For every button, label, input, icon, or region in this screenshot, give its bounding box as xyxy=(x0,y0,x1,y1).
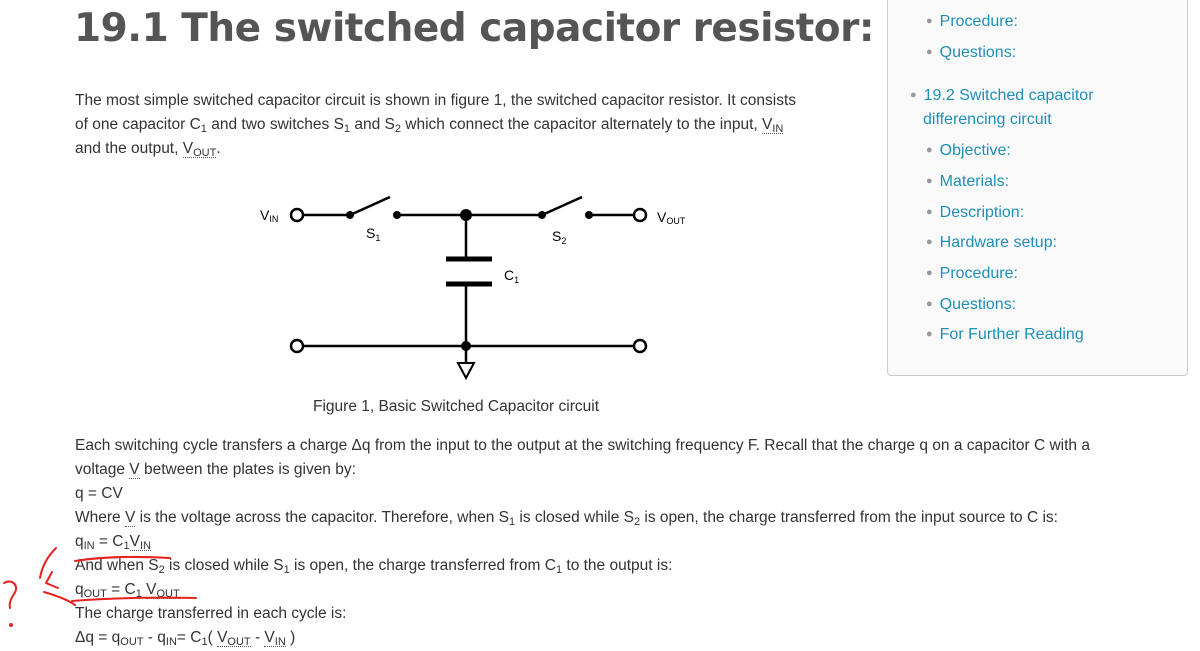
vout-label: VOUT xyxy=(657,209,686,226)
arrow-stroke-1 xyxy=(39,547,57,579)
toc-item-19-2-line-2[interactable]: differencing circuit xyxy=(923,111,1052,128)
toc-item-description[interactable]: ●Description: xyxy=(926,204,1025,221)
intro-line-1: The most simple switched capacitor circu… xyxy=(75,92,797,109)
switch-s1-blade xyxy=(349,195,391,217)
vin-terminal xyxy=(289,207,305,223)
vin-abbr[interactable]: VIN xyxy=(762,116,784,135)
bullet-icon: ● xyxy=(926,15,933,27)
vin-abbr[interactable]: VIN xyxy=(264,629,286,648)
toc-item-further-reading[interactable]: ●For Further Reading xyxy=(926,326,1084,343)
intro-line-3: and the output, VOUT. xyxy=(75,140,221,159)
figure-caption: Figure 1, Basic Switched Capacitor circu… xyxy=(313,398,600,415)
bullet-icon: ● xyxy=(926,206,933,218)
bullet-icon: ● xyxy=(910,89,917,101)
intro-line-2: of one capacitor C1 and two switches S1 … xyxy=(75,116,784,135)
toc-item-questions[interactable]: ●Questions: xyxy=(926,44,1017,61)
bullet-icon: ● xyxy=(926,267,933,279)
body-line-4: Where V is the voltage across the capaci… xyxy=(75,509,1058,528)
bullet-icon: ● xyxy=(926,46,933,58)
toc-item-procedure[interactable]: ●Procedure: xyxy=(926,13,1018,30)
bullet-icon: ● xyxy=(926,175,933,187)
arrow-stroke-2 xyxy=(45,571,59,589)
circuit-diagram: VIN VOUT S1 S2 C1 xyxy=(260,195,686,381)
equation-q-cv: q = CV xyxy=(75,485,123,502)
bullet-icon: ● xyxy=(926,328,933,340)
v-abbr[interactable]: V xyxy=(124,509,136,527)
body-line-1: Each switching cycle transfers a charge … xyxy=(75,437,1090,454)
body-line-6: And when S2 is closed while S1 is open, … xyxy=(75,557,673,576)
s1-label: S1 xyxy=(366,225,380,243)
toc-item-hardware-setup[interactable]: ●Hardware setup: xyxy=(926,234,1058,251)
toc-sidebar: ●Procedure: ●Questions: ●19.2 Switched c… xyxy=(887,0,1188,376)
toc-item-questions-2[interactable]: ●Questions: xyxy=(926,296,1017,313)
v-abbr[interactable]: V xyxy=(129,461,140,479)
toc-item-materials[interactable]: ●Materials: xyxy=(926,173,1010,190)
vout-abbr[interactable]: VOUT xyxy=(217,629,251,648)
vout-abbr[interactable]: VOUT xyxy=(146,581,180,600)
equation-delta-q: Δq = qOUT - qIN= C1( VOUT - VIN ) xyxy=(75,629,296,648)
toc-item-procedure-2[interactable]: ●Procedure: xyxy=(926,265,1018,282)
toc-item-objective[interactable]: ●Objective: xyxy=(926,142,1011,159)
question-mark-icon xyxy=(3,580,18,609)
vin-abbr[interactable]: VIN xyxy=(129,533,151,552)
vout-abbr[interactable]: VOUT xyxy=(182,140,217,159)
bullet-icon: ● xyxy=(926,236,933,248)
section-heading: 19.1 The switched capacitor resistor: xyxy=(74,6,874,51)
toc-item-19-2-line-1[interactable]: ●19.2 Switched capacitor xyxy=(910,87,1094,104)
vout-terminal xyxy=(632,207,648,223)
ground-symbol xyxy=(456,362,476,381)
body-line-2: voltage V between the plates is given by… xyxy=(75,461,356,479)
arrow-stroke-3 xyxy=(43,591,76,606)
equation-q-in: qIN = C1VIN xyxy=(75,533,151,552)
vin-label: VIN xyxy=(260,207,278,224)
s2-label: S2 xyxy=(552,228,566,246)
switch-s2-blade xyxy=(541,195,583,217)
c1-label: C1 xyxy=(504,267,519,285)
equation-q-out: qOUT = C1 VOUT xyxy=(75,581,180,600)
body-line-8: The charge transferred in each cycle is: xyxy=(75,605,347,622)
bullet-icon: ● xyxy=(926,298,933,310)
bullet-icon: ● xyxy=(926,144,933,156)
